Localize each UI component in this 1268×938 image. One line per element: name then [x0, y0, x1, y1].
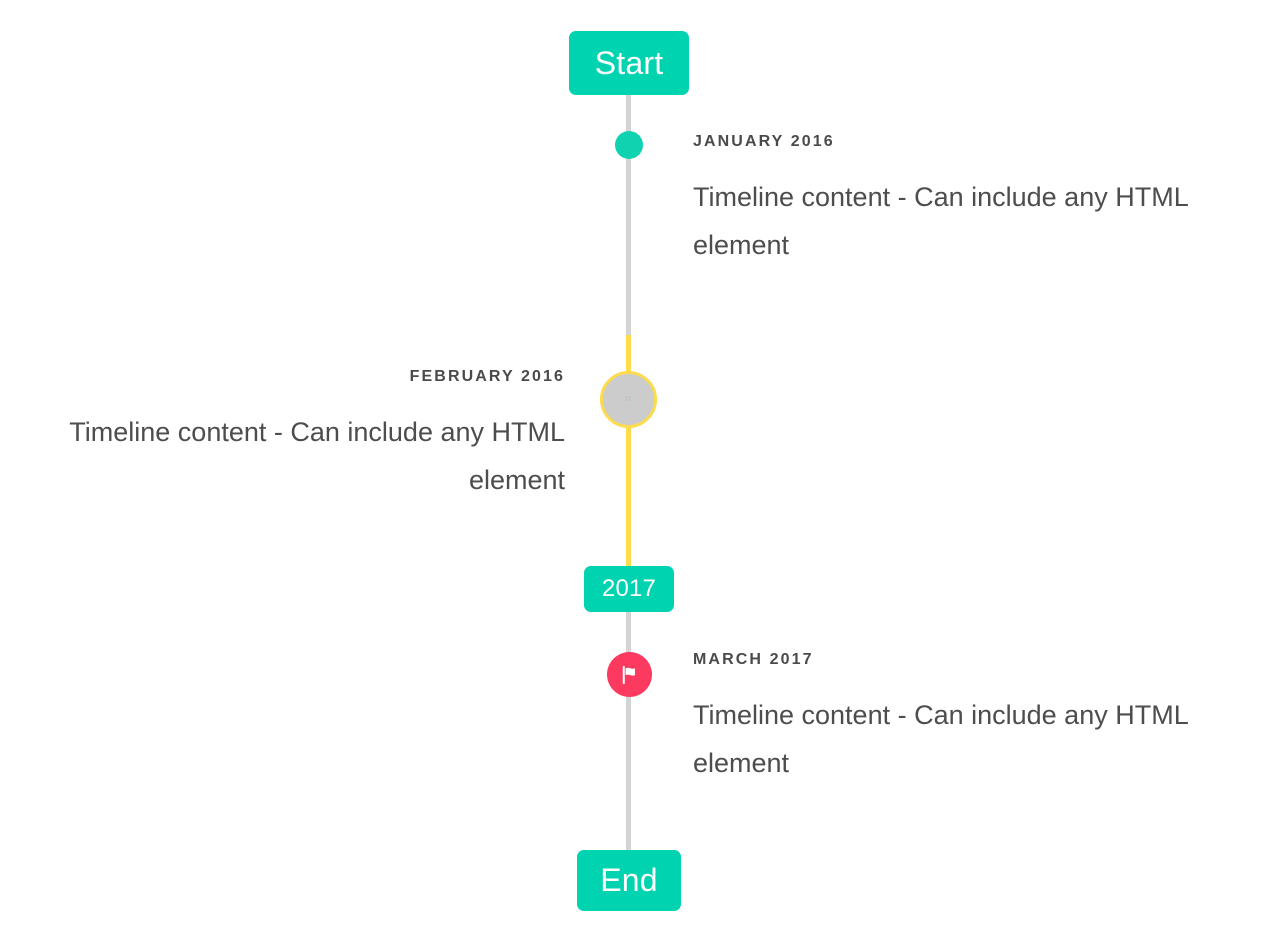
- flag-icon[interactable]: [607, 652, 652, 697]
- timeline-year-badge[interactable]: 2017: [584, 566, 674, 612]
- timeline-rail-segment-highlight: [626, 335, 631, 567]
- timeline-rail-segment-top: [626, 95, 631, 335]
- timeline-entry-body: Timeline content - Can include any HTML …: [693, 182, 1188, 261]
- dot-icon[interactable]: [615, 131, 643, 159]
- broken-image-icon[interactable]: ⠶: [600, 371, 657, 428]
- timeline-entry-march: March 2017 Timeline content - Can includ…: [693, 651, 1233, 787]
- timeline-entry-body: Timeline content - Can include any HTML …: [693, 700, 1188, 779]
- timeline-entry-date: February 2016: [409, 368, 565, 385]
- timeline-rail-segment-bottom: [626, 611, 631, 851]
- timeline-entry-date: March 2017: [693, 651, 814, 668]
- timeline-entry-february: February 2016 Timeline content - Can inc…: [35, 368, 565, 504]
- timeline-end-badge[interactable]: End: [577, 850, 681, 911]
- timeline-entry-date: January 2016: [693, 133, 835, 150]
- timeline-entry-body: Timeline content - Can include any HTML …: [69, 417, 565, 496]
- timeline-start-badge[interactable]: Start: [569, 31, 689, 95]
- broken-image-glyph: ⠶: [623, 393, 634, 405]
- timeline-entry-january: January 2016 Timeline content - Can incl…: [693, 133, 1233, 269]
